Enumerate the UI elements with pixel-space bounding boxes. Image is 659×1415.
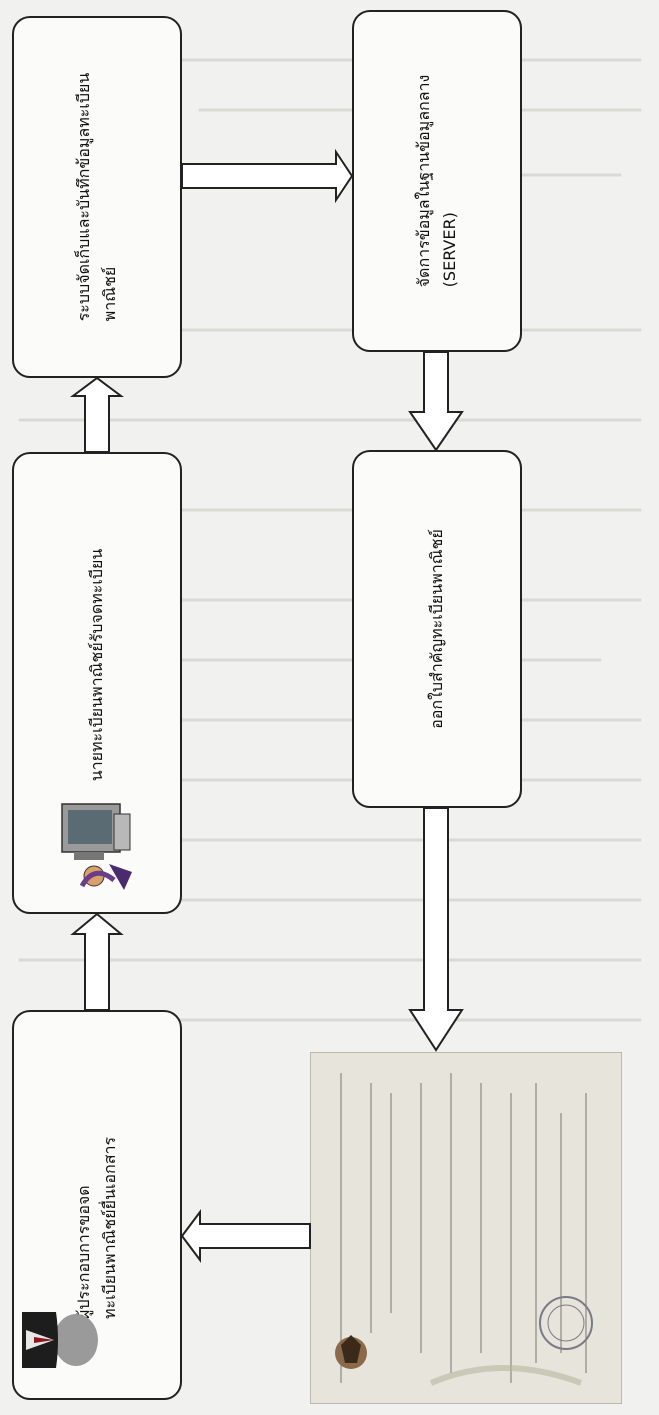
issue-certificate-box: ออกใบสำคัญทะเบียนพาณิชย์	[352, 450, 522, 808]
computer-user-icon	[61, 803, 132, 890]
applicant-line2: ทะเบียนพาณิชย์ยื่นเอกสาร	[100, 1137, 119, 1320]
central-server-box: จัดการข้อมูลในฐานข้อมูลกลาง (SERVER)	[352, 10, 522, 352]
certificate-image	[310, 1052, 622, 1404]
storage-system-line1: ระบบจัดเก็บและบันทึกข้อมูลทะเบียน	[74, 72, 93, 322]
storage-system-line2: พาณิชย์	[100, 266, 119, 322]
registrar-label: นายทะเบียนพาณิชย์รับจดทะเบียน	[84, 548, 110, 781]
storage-system-label: ระบบจัดเก็บและบันทึกข้อมูลทะเบียน พาณิชย…	[71, 73, 123, 322]
registrar-line1: นายทะเบียนพาณิชย์รับจดทะเบียน	[87, 548, 106, 781]
issue-certificate-line1: ออกใบสำคัญทะเบียนพาณิชย์	[427, 529, 446, 729]
central-server-line2: (SERVER)	[440, 212, 459, 288]
central-server-label: จัดการข้อมูลในฐานข้อมูลกลาง (SERVER)	[411, 75, 463, 288]
registrar-box: นายทะเบียนพาณิชย์รับจดทะเบียน	[12, 452, 182, 914]
central-server-line1: จัดการข้อมูลในฐานข้อมูลกลาง	[414, 74, 433, 288]
person-silhouette-icon	[22, 1312, 98, 1368]
applicant-box: ผู้ประกอบการขอจด ทะเบียนพาณิชย์ยื่นเอกสา…	[12, 1010, 182, 1400]
certificate-drawing	[311, 1053, 621, 1403]
storage-system-box: ระบบจัดเก็บและบันทึกข้อมูลทะเบียน พาณิชย…	[12, 16, 182, 378]
issue-certificate-label: ออกใบสำคัญทะเบียนพาณิชย์	[424, 529, 450, 729]
